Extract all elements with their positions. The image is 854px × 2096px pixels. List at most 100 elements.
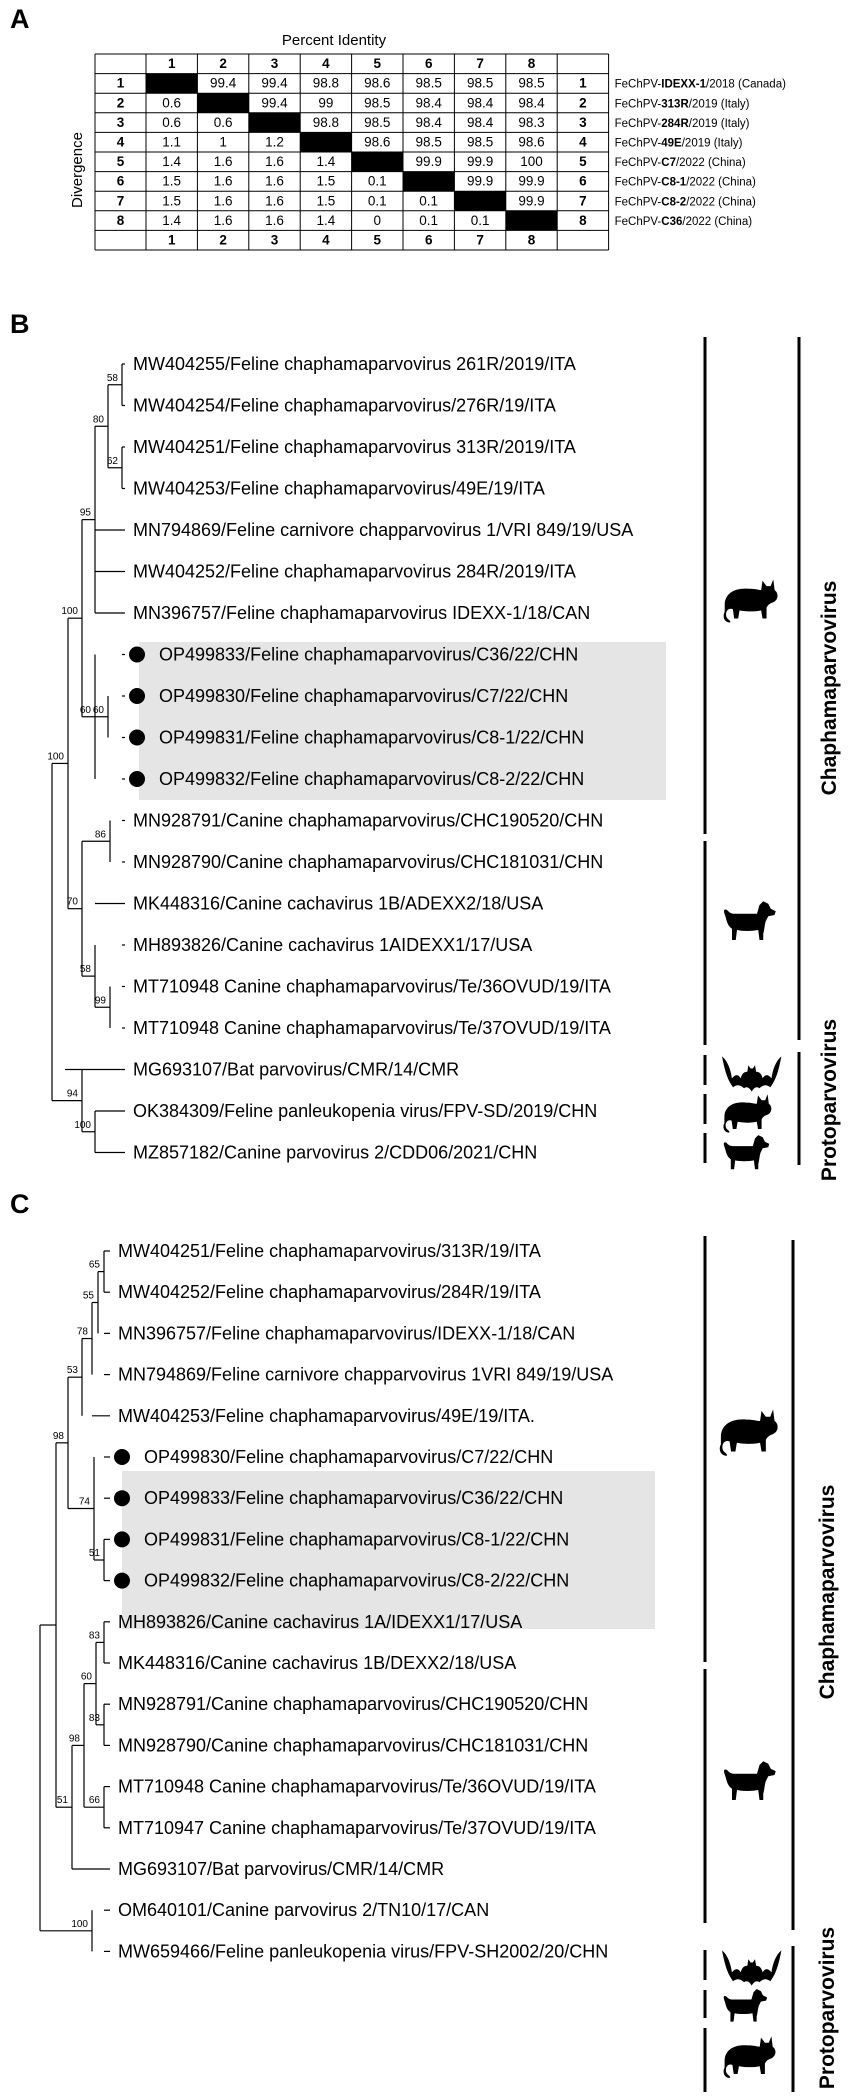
column-header: 3 (271, 56, 279, 71)
panel-a-label: A (10, 4, 30, 34)
bootstrap-value: 60 (93, 705, 105, 716)
matrix-cell: 1.2 (265, 135, 284, 150)
virus-label: FeChPV-C36/2022 (China) (615, 216, 753, 228)
matrix-cell: 98.5 (467, 76, 493, 91)
bootstrap-value: 98 (69, 1733, 81, 1744)
matrix-cell: 99.9 (416, 154, 442, 169)
new-strain-dot (129, 646, 145, 663)
row-header-right: 5 (579, 154, 587, 169)
matrix-cell: 1.5 (317, 193, 336, 208)
bootstrap-value: 86 (95, 829, 107, 840)
matrix-cell: 99.9 (467, 174, 493, 189)
bootstrap-value: 78 (77, 1327, 89, 1338)
leaf-label: OP499830/Feline chaphamaparvovirus/C7/22… (159, 686, 568, 706)
matrix-cell: 1.6 (214, 193, 233, 208)
bootstrap-value: 60 (80, 705, 92, 716)
matrix-cell: 99.9 (467, 154, 493, 169)
leaf-label: OP499830/Feline chaphamaparvovirus/C7/22… (144, 1447, 553, 1467)
row-header: 2 (117, 95, 125, 110)
bootstrap-value: 100 (74, 1120, 91, 1131)
matrix-cell: 99.4 (261, 95, 288, 110)
bootstrap-value: 51 (89, 1548, 101, 1559)
matrix-cell: 0.1 (368, 174, 387, 189)
leaf-label: MN928790/Canine chaphamaparvovirus/CHC18… (118, 1735, 588, 1755)
leaf-label: MH893826/Canine cachavirus 1A/IDEXX1/17/… (118, 1612, 522, 1632)
virus-suffix: /2022 (China) (686, 196, 756, 208)
virus-strain: IDEXX-1 (661, 79, 706, 91)
matrix-cell: 98.6 (518, 135, 544, 150)
matrix-cell: 1.6 (214, 174, 233, 189)
column-header: 5 (374, 56, 382, 71)
column-footer: 1 (168, 233, 176, 248)
bootstrap-value: 83 (89, 1630, 101, 1641)
diagonal-cell (300, 132, 352, 152)
bootstrap-value: 98 (53, 1431, 65, 1442)
column-header: 1 (168, 56, 176, 71)
genus-label-protoparvovirus-c: Protoparvovirus (816, 1927, 839, 2089)
row-header: 7 (117, 193, 125, 208)
virus-prefix: FeChPV- (615, 79, 662, 91)
virus-suffix: /2018 (Canada) (706, 79, 786, 91)
genus-label-chaphamaparvovirus-c: Chaphamaparvovirus (816, 1485, 839, 1700)
bat-icon (722, 1950, 782, 1986)
leaf-label: MK448316/Canine cachavirus 1B/DEXX2/18/U… (118, 1653, 516, 1673)
leaf-label: MW404253/Feline chaphamaparvovirus/49E/1… (118, 1406, 535, 1426)
bootstrap-value: 70 (67, 897, 79, 908)
virus-prefix: FeChPV- (615, 216, 662, 228)
row-header: 1 (117, 76, 125, 91)
column-header: 6 (425, 56, 433, 71)
dog-icon (724, 1761, 776, 1800)
matrix-cell: 1.1 (162, 135, 181, 150)
new-strain-dot (129, 688, 145, 704)
diagonal-cell (197, 93, 249, 113)
row-header-right: 3 (579, 115, 587, 130)
leaf-label: OK384309/Feline panleukopenia virus/FPV-… (133, 1101, 597, 1121)
cat-icon (723, 579, 778, 623)
bootstrap-value: 100 (61, 606, 78, 617)
virus-prefix: FeChPV- (615, 118, 662, 130)
cat-icon (723, 1094, 772, 1133)
leaf-label: MT710947 Canine chaphamaparvovirus/Te/37… (118, 1818, 596, 1838)
virus-prefix: FeChPV- (615, 138, 662, 150)
matrix-cell: 1.6 (265, 174, 284, 189)
leaf-label: MH893826/Canine cachavirus 1AIDEXX1/17/U… (133, 935, 532, 955)
virus-label: FeChPV-C8-1/2022 (China) (615, 177, 756, 189)
column-header: 7 (476, 56, 484, 71)
leaf-label: MT710948 Canine chaphamaparvovirus/Te/36… (133, 977, 611, 997)
matrix-cell: 1.6 (214, 154, 233, 169)
leaf-label: MW404251/Feline chaphamaparvovirus/313R/… (118, 1241, 541, 1261)
matrix-cell: 1.5 (162, 193, 181, 208)
virus-strain: C8-2 (661, 196, 686, 208)
matrix-cell: 0.1 (471, 213, 490, 228)
leaf-label: OP499832/Feline chaphamaparvovirus/C8-2/… (144, 1571, 569, 1591)
column-footer: 8 (528, 233, 536, 248)
bootstrap-value: 53 (67, 1365, 79, 1376)
matrix-cell: 100 (520, 154, 543, 169)
matrix-cell: 98.8 (313, 76, 339, 91)
matrix-cell: 1.4 (162, 213, 181, 228)
virus-strain: C36 (661, 216, 682, 228)
matrix-cell: 1.5 (317, 174, 336, 189)
column-footer: 5 (374, 233, 382, 248)
virus-label: FeChPV-C8-2/2022 (China) (615, 196, 756, 208)
leaf-label: MW404255/Feline chaphamaparvovirus 261R/… (133, 354, 576, 374)
diagonal-cell (248, 112, 301, 133)
virus-strain: C7 (661, 157, 676, 169)
matrix-cell: 98.5 (518, 76, 544, 91)
bootstrap-value: 74 (79, 1497, 91, 1508)
matrix-cell: 98.5 (416, 76, 442, 91)
panel-c-label: C (10, 1189, 30, 1219)
dog-icon (723, 1135, 770, 1170)
leaf-label: OP499833/Feline chaphamaparvovirus/C36/2… (144, 1488, 563, 1508)
matrix-cell: 99.9 (518, 193, 544, 208)
bootstrap-value: 100 (47, 751, 64, 762)
virus-label: FeChPV-IDEXX-1/2018 (Canada) (615, 79, 787, 91)
column-header: 2 (219, 56, 227, 71)
leaf-label: MW404252/Feline chaphamaparvovirus/284R/… (118, 1282, 541, 1302)
matrix-cell: 98.4 (518, 95, 545, 110)
bootstrap-value: 94 (67, 1089, 79, 1100)
virus-suffix: /2019 (Italy) (689, 118, 750, 130)
matrix-cell: 98.6 (364, 135, 390, 150)
divergence-title: Divergence (69, 132, 86, 208)
bootstrap-value: 60 (81, 1672, 93, 1683)
